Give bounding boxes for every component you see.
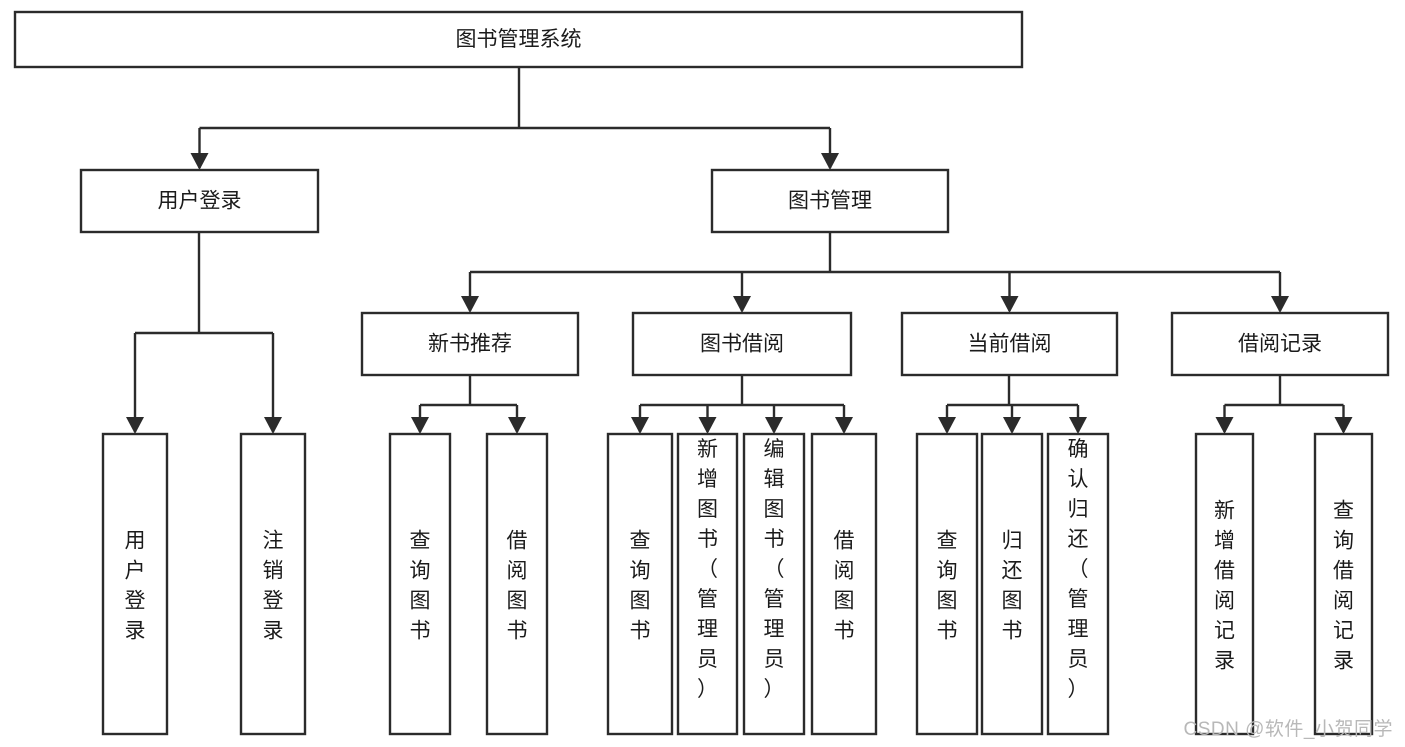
arrow-head-icon xyxy=(1215,417,1234,434)
node-label-leaf-edit-book: 编辑图书（管理员） xyxy=(764,438,785,701)
node-label-book-manage: 图书管理 xyxy=(788,190,872,213)
arrow-head-icon xyxy=(190,153,209,170)
arrow-head-icon xyxy=(1000,296,1019,313)
arrow-head-icon xyxy=(1334,417,1353,434)
node-box-current-borrow[interactable] xyxy=(900,311,1119,377)
node-root[interactable]: 图书管理系统 xyxy=(13,10,1024,69)
node-label-leaf-return-book: 归还图书 xyxy=(1002,529,1023,642)
node-label-leaf-logout: 注销登录 xyxy=(263,529,284,642)
node-leaf-edit-book[interactable]: 编辑图书（管理员） xyxy=(742,432,806,736)
arrow-head-icon xyxy=(733,296,751,313)
node-box-root[interactable] xyxy=(13,10,1024,69)
node-box-leaf-add-book[interactable] xyxy=(676,432,739,736)
arrow-head-icon xyxy=(835,417,853,434)
connector-bookborrow-to-leaves xyxy=(631,375,853,434)
connector-borrowrecord-to-leaves xyxy=(1215,375,1353,434)
arrow-head-icon xyxy=(821,153,839,170)
node-user-login[interactable]: 用户登录 xyxy=(79,168,320,234)
node-leaf-add-record[interactable]: 新增借阅记录 xyxy=(1194,432,1255,736)
node-label-leaf-confirm-return: 确认归还（管理员） xyxy=(1068,438,1089,701)
node-new-book-rec[interactable]: 新书推荐 xyxy=(360,311,580,377)
node-leaf-query-book-borrow[interactable]: 查询图书 xyxy=(606,432,674,736)
node-label-leaf-borrow-book-rec: 借阅图书 xyxy=(507,529,528,642)
node-box-leaf-return-book[interactable] xyxy=(980,432,1044,736)
node-box-borrow-record[interactable] xyxy=(1170,311,1390,377)
node-leaf-query-record[interactable]: 查询借阅记录 xyxy=(1313,432,1374,736)
node-box-leaf-borrow-book-rec[interactable] xyxy=(485,432,549,736)
node-label-root: 图书管理系统 xyxy=(456,28,582,51)
node-box-book-manage[interactable] xyxy=(710,168,950,234)
node-box-leaf-query-book-borrow[interactable] xyxy=(606,432,674,736)
node-layer: 图书管理系统用户登录图书管理新书推荐图书借阅当前借阅借阅记录用户登录注销登录查询… xyxy=(13,10,1390,736)
connector-root-to-level2 xyxy=(190,67,839,170)
connector-layer xyxy=(126,67,1353,434)
connector-currentborrow-to-leaves xyxy=(938,375,1087,434)
node-box-leaf-user-login[interactable] xyxy=(101,432,169,736)
node-leaf-query-book-current[interactable]: 查询图书 xyxy=(915,432,979,736)
node-leaf-borrow-book[interactable]: 借阅图书 xyxy=(810,432,878,736)
node-label-leaf-add-record: 新增借阅记录 xyxy=(1214,499,1235,672)
node-label-book-borrow: 图书借阅 xyxy=(700,333,784,356)
arrow-head-icon xyxy=(938,417,956,434)
node-label-new-book-rec: 新书推荐 xyxy=(428,333,512,356)
connector-bookmanage-to-level3 xyxy=(461,232,1289,313)
node-box-leaf-query-book-current[interactable] xyxy=(915,432,979,736)
node-current-borrow[interactable]: 当前借阅 xyxy=(900,311,1119,377)
connector-userlogin-to-leaves xyxy=(126,232,282,434)
node-box-leaf-confirm-return[interactable] xyxy=(1046,432,1110,736)
node-label-leaf-query-book-current: 查询图书 xyxy=(937,529,958,642)
arrow-head-icon xyxy=(508,417,526,434)
node-borrow-record[interactable]: 借阅记录 xyxy=(1170,311,1390,377)
arrow-head-icon xyxy=(631,417,649,434)
node-leaf-query-book-rec[interactable]: 查询图书 xyxy=(388,432,452,736)
node-label-leaf-query-book-borrow: 查询图书 xyxy=(630,529,651,642)
node-leaf-borrow-book-rec[interactable]: 借阅图书 xyxy=(485,432,549,736)
node-book-manage[interactable]: 图书管理 xyxy=(710,168,950,234)
node-leaf-confirm-return[interactable]: 确认归还（管理员） xyxy=(1046,432,1110,736)
node-box-leaf-query-record[interactable] xyxy=(1313,432,1374,736)
node-leaf-add-book[interactable]: 新增图书（管理员） xyxy=(676,432,739,736)
node-box-book-borrow[interactable] xyxy=(631,311,853,377)
node-box-new-book-rec[interactable] xyxy=(360,311,580,377)
node-box-leaf-query-book-rec[interactable] xyxy=(388,432,452,736)
arrow-head-icon xyxy=(765,417,783,434)
node-label-current-borrow: 当前借阅 xyxy=(968,333,1052,356)
node-label-leaf-borrow-book: 借阅图书 xyxy=(834,529,855,642)
node-label-leaf-add-book: 新增图书（管理员） xyxy=(697,438,718,701)
node-book-borrow[interactable]: 图书借阅 xyxy=(631,311,853,377)
arrow-head-icon xyxy=(698,417,717,434)
node-box-leaf-add-record[interactable] xyxy=(1194,432,1255,736)
node-leaf-user-login[interactable]: 用户登录 xyxy=(101,432,169,736)
watermark-label: CSDN @软件_小贺同学 xyxy=(1183,719,1393,740)
node-box-leaf-logout[interactable] xyxy=(239,432,307,736)
node-label-borrow-record: 借阅记录 xyxy=(1238,333,1322,356)
arrow-head-icon xyxy=(461,296,479,313)
node-leaf-return-book[interactable]: 归还图书 xyxy=(980,432,1044,736)
node-label-leaf-query-record: 查询借阅记录 xyxy=(1333,499,1354,672)
node-label-user-login: 用户登录 xyxy=(158,190,242,213)
arrow-head-icon xyxy=(1069,417,1087,434)
node-box-user-login[interactable] xyxy=(79,168,320,234)
node-label-leaf-query-book-rec: 查询图书 xyxy=(410,529,431,642)
node-leaf-logout[interactable]: 注销登录 xyxy=(239,432,307,736)
arrow-head-icon xyxy=(1271,296,1289,313)
node-box-leaf-borrow-book[interactable] xyxy=(810,432,878,736)
connector-newbookrec-to-leaves xyxy=(411,375,526,434)
arrow-head-icon xyxy=(264,417,282,434)
node-label-leaf-user-login: 用户登录 xyxy=(125,529,146,642)
arrow-head-icon xyxy=(1003,417,1021,434)
arrow-head-icon xyxy=(126,417,144,434)
node-box-leaf-edit-book[interactable] xyxy=(742,432,806,736)
arrow-head-icon xyxy=(411,417,429,434)
